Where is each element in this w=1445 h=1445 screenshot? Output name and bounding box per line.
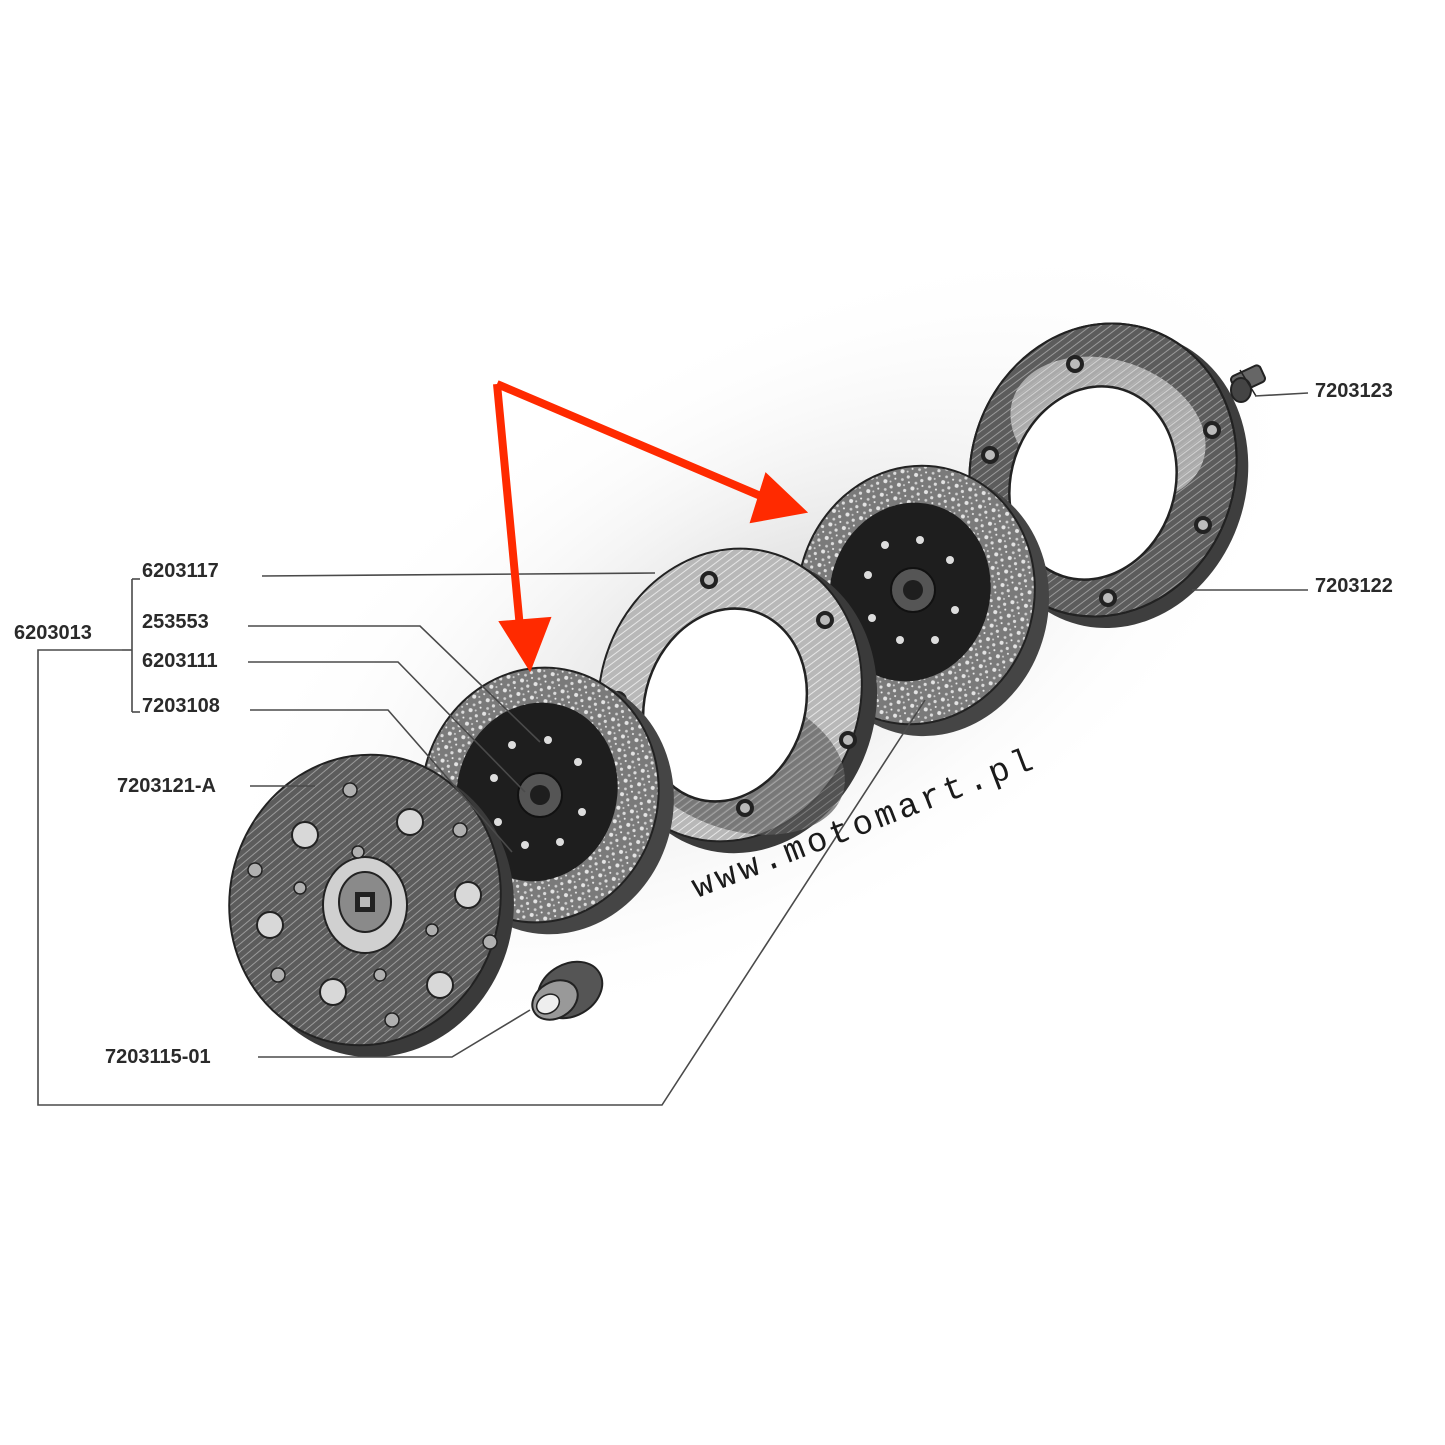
label-253553: 253553 [142,611,209,633]
label-7203108: 7203108 [142,695,220,717]
label-6203111: 6203111 [142,650,218,672]
label-6203117: 6203117 [142,560,219,582]
label-7203121-A: 7203121-A [117,775,216,797]
screw-7203123 [1230,364,1266,403]
label-7203122: 7203122 [1315,575,1393,597]
label-6203013: 6203013 [14,622,92,644]
spring-7203115-01 [531,960,604,1021]
label-7203115-01: 7203115-01 [105,1046,211,1068]
red-pointer-arrows [493,380,809,673]
label-7203123: 7203123 [1315,380,1393,402]
flywheel-7203121-A [228,753,514,1058]
leader-lines [37,392,1309,1106]
